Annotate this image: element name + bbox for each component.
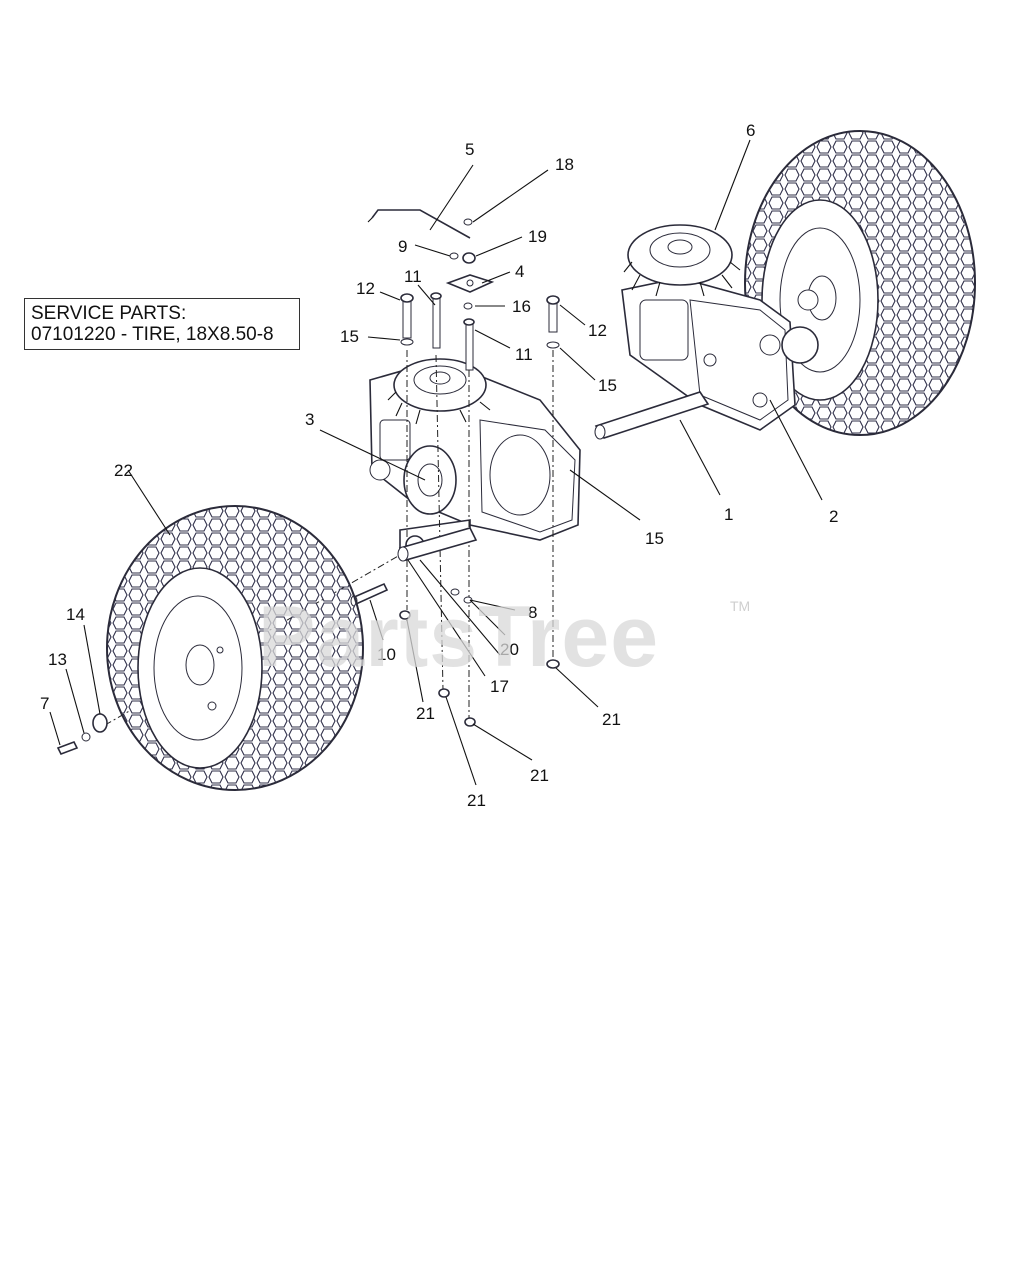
small-hardware	[449, 218, 476, 310]
callout-4: 4	[515, 262, 524, 281]
callout-5: 5	[465, 140, 474, 159]
callout-8: 8	[528, 603, 537, 622]
callout-21c: 21	[530, 766, 549, 785]
callout-20: 20	[500, 640, 519, 659]
callout-21b: 21	[602, 710, 621, 729]
watermark-tm: TM	[730, 598, 751, 614]
axle-tube	[594, 391, 710, 440]
callout-2: 2	[829, 507, 838, 526]
callout-19: 19	[528, 227, 547, 246]
right-transaxle	[621, 277, 819, 431]
left-tire	[106, 505, 364, 791]
callout-16: 16	[512, 297, 531, 316]
callout-12b: 12	[588, 321, 607, 340]
callout-10: 10	[377, 645, 396, 664]
callout-11b: 11	[515, 345, 533, 364]
callout-17: 17	[490, 677, 509, 696]
callout-9: 9	[398, 237, 407, 256]
callout-12a: 12	[356, 279, 375, 298]
service-parts-line: 07101220 - TIRE, 18X8.50-8	[31, 324, 274, 345]
watermark: PartsTree	[258, 589, 660, 685]
bypass-rod	[367, 209, 471, 239]
callout-15b: 15	[598, 376, 617, 395]
left-cooling-fan	[387, 358, 491, 425]
service-parts-box: SERVICE PARTS: 07101220 - TIRE, 18X8.50-…	[24, 298, 300, 350]
callout-6: 6	[746, 121, 755, 140]
callout-1: 1	[724, 505, 733, 524]
bracket-plate	[445, 274, 495, 293]
callout-15c: 15	[645, 529, 664, 548]
callout-14: 14	[66, 605, 85, 624]
bolts	[400, 292, 560, 371]
callout-21d: 21	[467, 791, 486, 810]
callout-15a: 15	[340, 327, 359, 346]
callout-22: 22	[114, 461, 133, 480]
callout-3: 3	[305, 410, 314, 429]
service-parts-heading: SERVICE PARTS:	[31, 303, 187, 324]
lock-nuts	[399, 610, 560, 727]
hub-hardware	[56, 713, 108, 756]
leader-lines	[49, 139, 823, 786]
callout-21a: 21	[416, 704, 435, 723]
callout-7: 7	[40, 694, 49, 713]
callout-18: 18	[555, 155, 574, 174]
right-cooling-fan	[623, 224, 741, 297]
callout-labels: 1 2 3 4 5 6 7 8 9 10 11 11 12 12 13 14 1…	[40, 121, 838, 810]
callout-11a: 11	[404, 267, 422, 286]
callout-13: 13	[48, 650, 67, 669]
